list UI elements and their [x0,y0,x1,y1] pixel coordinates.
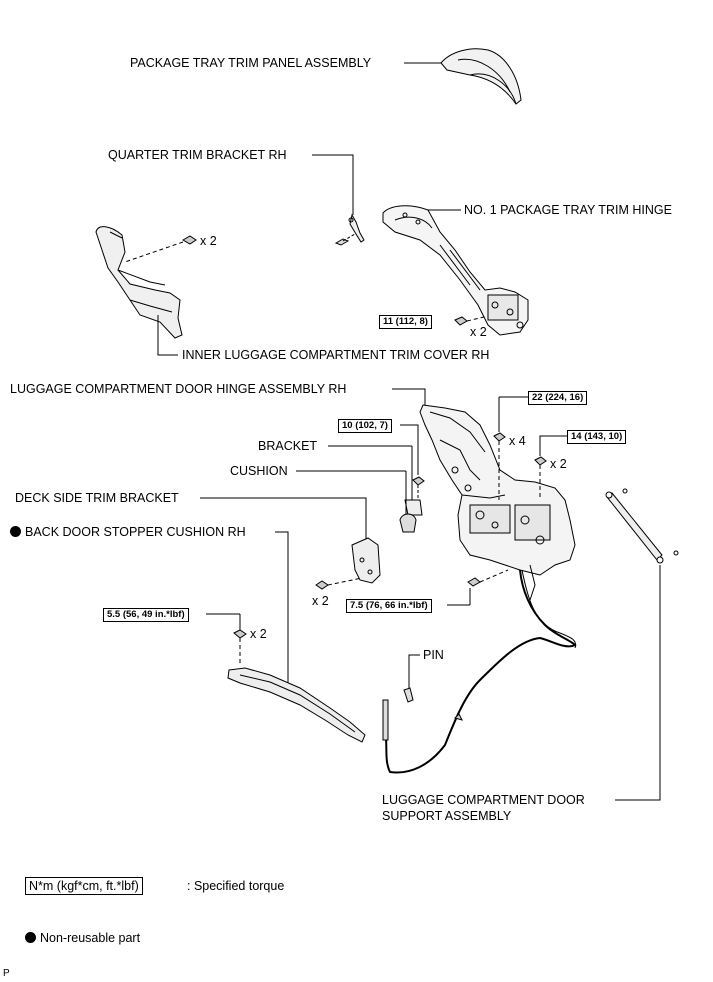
torque-7-5: 7.5 (76, 66 in.*lbf) [346,599,432,613]
label-cushion: CUSHION [230,464,288,478]
torque-14: 14 (143, 10) [567,430,627,444]
package-tray-hinge-part [382,205,529,336]
label-back-door-stopper-cushion: BACK DOOR STOPPER CUSHION RH [10,525,246,539]
label-door-hinge-assembly: LUGGAGE COMPARTMENT DOOR HINGE ASSEMBLY … [10,382,347,396]
back-door-stopper-cushion-part [227,667,366,743]
non-reusable-dot-icon [25,932,36,943]
label-inner-luggage-cover: INNER LUGGAGE COMPARTMENT TRIM COVER RH [182,348,490,362]
label-quarter-trim-bracket: QUARTER TRIM BRACKET RH [108,148,287,162]
label-door-support-line2: SUPPORT ASSEMBLY [382,809,512,823]
deck-side-trim-bracket-part [351,537,381,584]
door-hinge-assembly-part [419,404,576,601]
legend-nonreusable: Non-reusable part [25,931,140,945]
quarter-trim-bracket-part [334,213,365,246]
door-support-assembly-part [605,488,679,564]
label-bracket: BRACKET [258,439,318,453]
torque-5-5: 5.5 (56, 49 in.*lbf) [103,608,189,622]
qty-22: x 4 [509,434,526,448]
torque-10: 10 (102, 7) [338,419,392,433]
label-pin: PIN [423,648,444,662]
qty-14: x 2 [550,457,567,471]
qty-deck: x 2 [312,594,329,608]
legend-torque-box: N*m (kgf*cm, ft.*lbf) [25,877,143,895]
qty-5-5: x 2 [250,627,267,641]
label-package-tray-trim-panel: PACKAGE TRAY TRIM PANEL ASSEMBLY [130,56,372,70]
label-no1-package-tray-hinge: NO. 1 PACKAGE TRAY TRIM HINGE [464,203,672,217]
release-cable-part [382,569,577,774]
label-door-support-line1: LUGGAGE COMPARTMENT DOOR [382,793,585,807]
torque-22: 22 (224, 16) [528,391,588,405]
label-deck-side-trim-bracket: DECK SIDE TRIM BRACKET [15,491,179,505]
qty-hinge: x 2 [470,325,487,339]
package-tray-panel-part [440,48,522,105]
legend-torque-desc: : Specified torque [187,879,285,893]
footer-code: P [3,968,10,979]
non-reusable-dot-icon [10,526,21,537]
inner-luggage-cover-part [95,226,183,339]
qty-cover: x 2 [200,234,217,248]
torque-11: 11 (112, 8) [379,315,432,329]
